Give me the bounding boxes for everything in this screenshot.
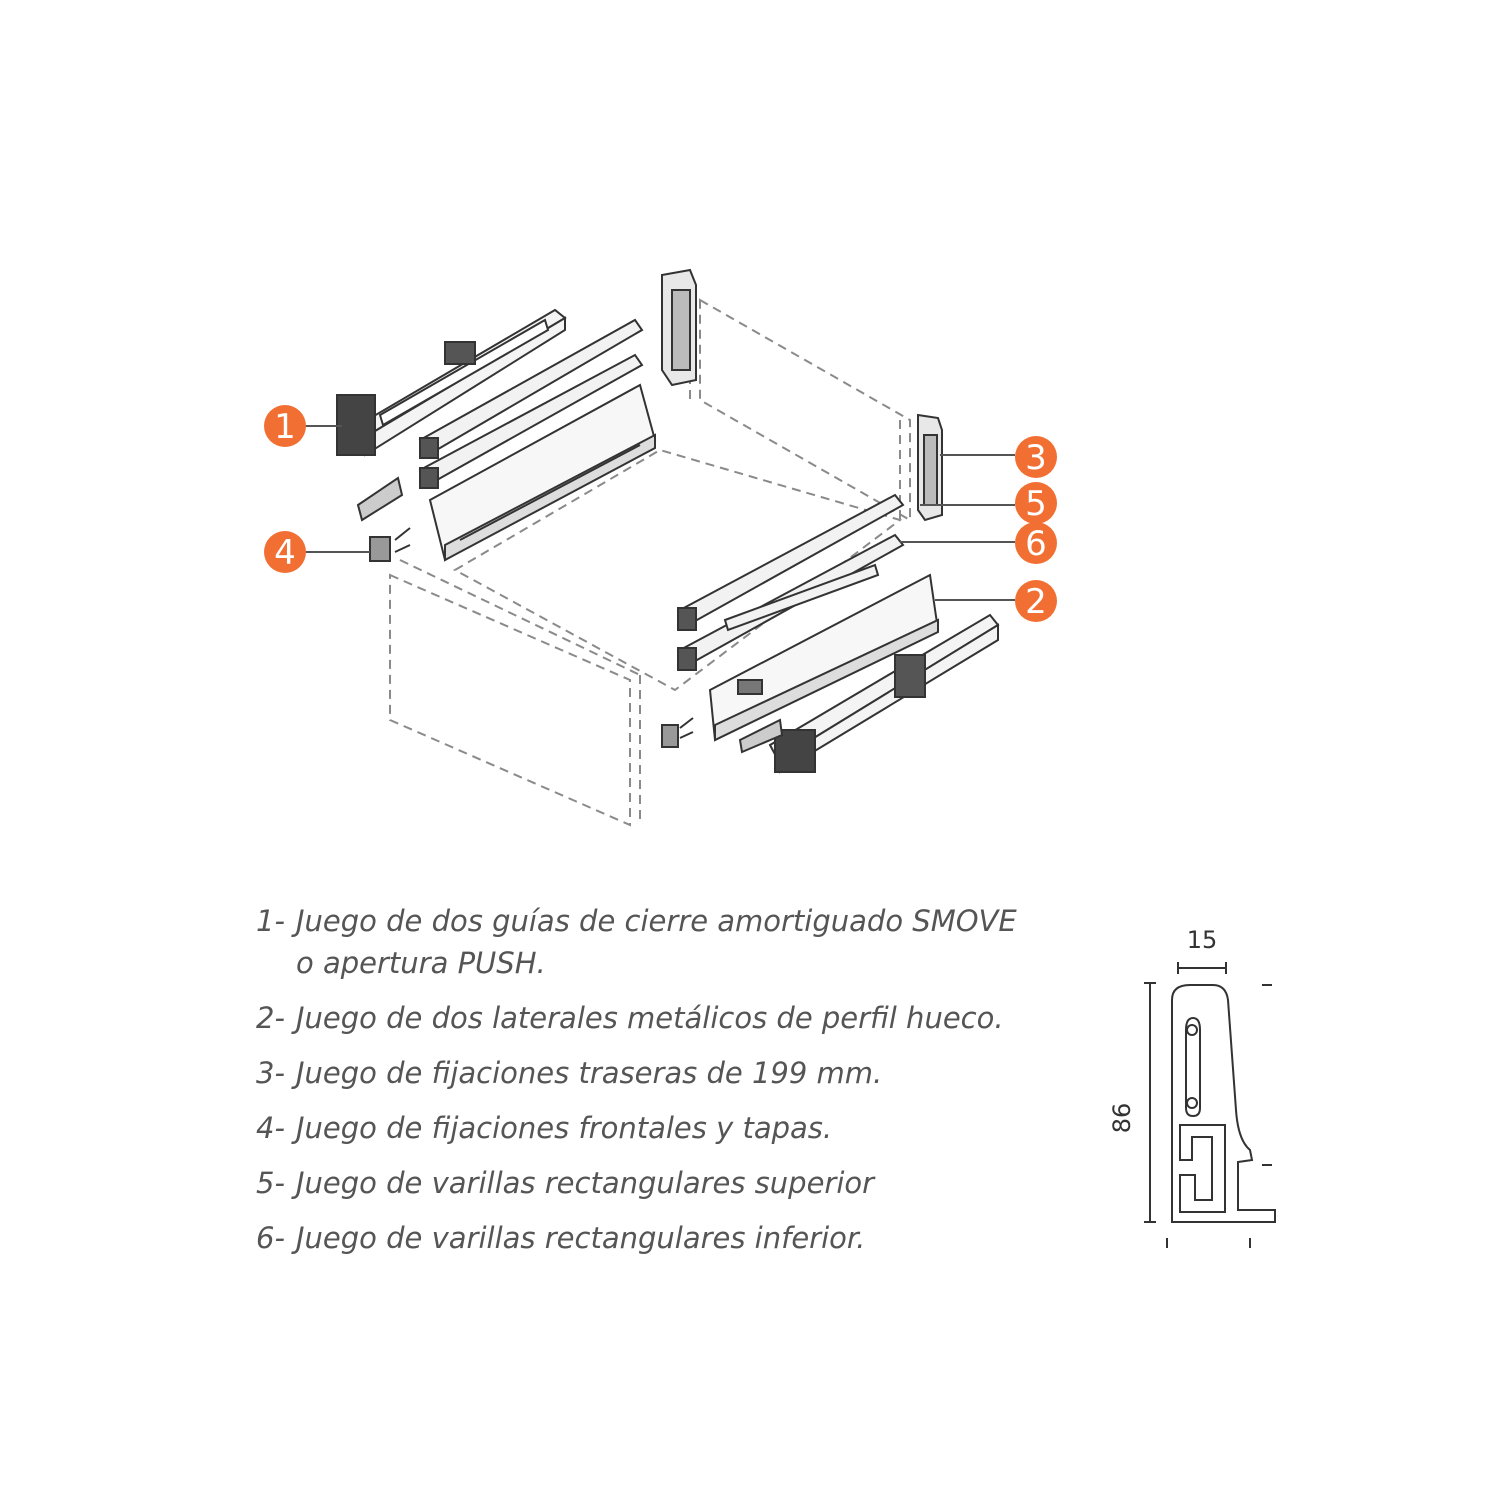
legend-text-line: Juego de fijaciones frontales y tapas.	[296, 1111, 833, 1145]
legend-text-line: o apertura PUSH.	[296, 946, 546, 980]
callout-5: 5	[1015, 482, 1057, 524]
legend-item-5: 5- Juego de varillas rectangulares super…	[256, 1162, 1116, 1204]
legend-item-4: 4- Juego de fijaciones frontales y tapas…	[256, 1107, 1116, 1149]
legend-text-line: Juego de fijaciones traseras de 199 mm.	[296, 1056, 883, 1090]
legend-number: 4-	[256, 1111, 285, 1145]
rear-fixing-left-part	[661, 268, 697, 387]
legend-item-6: 6- Juego de varillas rectangulares infer…	[256, 1217, 1116, 1259]
svg-text:2: 2	[1025, 582, 1047, 622]
parts-legend: 1- Juego de dos guías de cierre amortigu…	[256, 900, 1116, 1272]
legend-number: 6-	[256, 1221, 285, 1255]
svg-text:6: 6	[1025, 524, 1047, 564]
legend-number: 2-	[256, 1001, 285, 1035]
legend-number: 1-	[256, 904, 285, 938]
profile-cross-section: 15 86	[1108, 926, 1276, 1248]
right-rods-part	[677, 493, 905, 671]
svg-text:1: 1	[274, 407, 296, 447]
legend-item-3: 3- Juego de fijaciones traseras de 199 m…	[256, 1052, 1116, 1094]
rear-fixing-right-part	[917, 413, 943, 522]
profile-height-label: 86	[1108, 1103, 1136, 1134]
right-side-panel-part	[708, 573, 940, 742]
legend-text-line: Juego de dos guías de cierre amortiguado…	[296, 904, 1017, 938]
legend-text-line: Juego de varillas rectangulares superior	[296, 1166, 875, 1200]
callout-1: 1	[264, 405, 306, 447]
right-front-fixing-part	[661, 717, 694, 748]
callout-2: 2	[1015, 580, 1057, 622]
callout-3: 3	[1015, 436, 1057, 478]
left-side-panel-part	[428, 383, 657, 562]
legend-number: 5-	[256, 1166, 285, 1200]
legend-item-1: 1- Juego de dos guías de cierre amortigu…	[256, 900, 1116, 984]
left-front-fixing-part	[369, 527, 411, 562]
svg-text:5: 5	[1025, 484, 1047, 524]
legend-text-line: Juego de dos laterales metálicos de perf…	[296, 1001, 1004, 1035]
legend-item-2: 2- Juego de dos laterales metálicos de p…	[256, 997, 1116, 1039]
svg-text:3: 3	[1025, 438, 1047, 478]
svg-text:4: 4	[274, 533, 296, 573]
legend-text-line: Juego de varillas rectangulares inferior…	[296, 1221, 866, 1255]
profile-width-label: 15	[1187, 926, 1218, 954]
left-rods-part	[418, 318, 644, 489]
legend-number: 3-	[256, 1056, 285, 1090]
leader-lines	[305, 425, 1015, 601]
right-runner-part	[738, 613, 1000, 774]
callout-6: 6	[1015, 522, 1057, 564]
callout-4: 4	[264, 531, 306, 573]
